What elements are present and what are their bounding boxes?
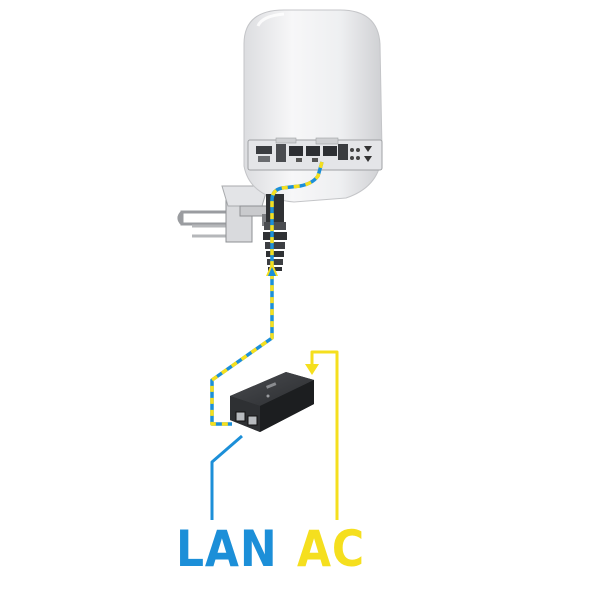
lan-cable [210, 434, 243, 520]
ac-label: AC [297, 520, 366, 578]
pole-mount-bracket-icon [177, 185, 271, 243]
poe-cable [210, 161, 324, 426]
cable-gland-icon [263, 194, 287, 271]
outdoor-router-icon [243, 9, 383, 203]
ac-cable [305, 350, 339, 520]
lan-label: LAN [176, 520, 278, 578]
poe-injector-icon [230, 372, 314, 432]
